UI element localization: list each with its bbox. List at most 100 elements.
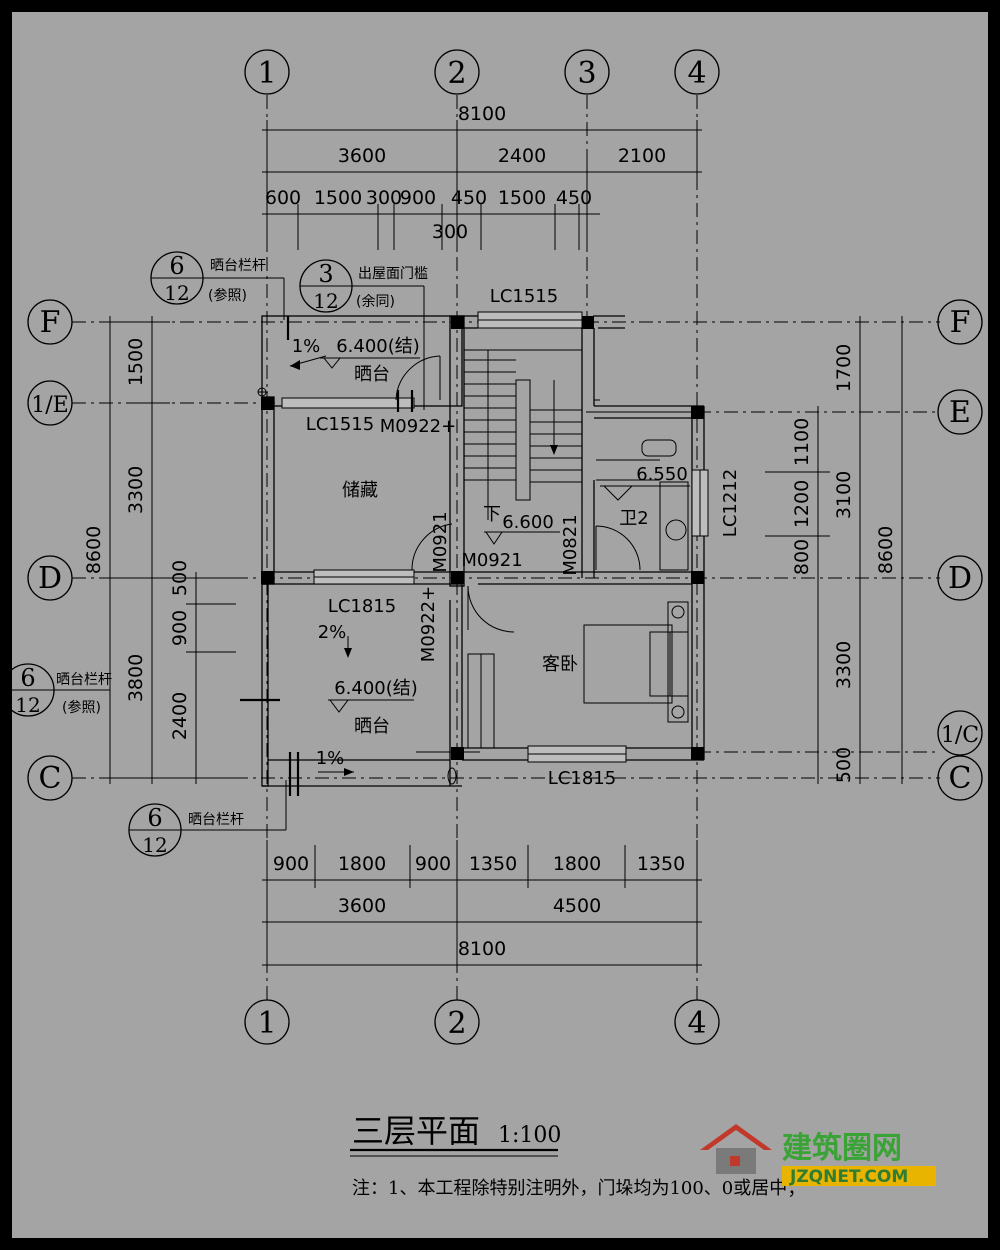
callout-1: 6 12 晒台栏杆 (参照) bbox=[150, 251, 285, 320]
dim-top-total: 8100 bbox=[458, 103, 506, 125]
dim-left-window-3: 2400 bbox=[169, 692, 191, 740]
axis-bubbles-top: 1 2 3 4 bbox=[244, 49, 720, 95]
label-lc1515-left: LC1515 bbox=[306, 414, 374, 435]
callout-1-sheet: 12 bbox=[164, 281, 189, 305]
dim-right-4: 800 bbox=[791, 539, 813, 575]
windows bbox=[281, 311, 709, 763]
callout-3-sub: (参照) bbox=[62, 699, 101, 716]
dim-bottom-detail-5: 1800 bbox=[553, 853, 601, 875]
callout-2-sheet: 12 bbox=[313, 289, 338, 313]
dim-right-2: 1100 bbox=[791, 418, 813, 466]
dim-bottom-mid-1: 3600 bbox=[338, 895, 386, 917]
axis-bubbles-right: F E D 1/C C bbox=[937, 299, 983, 801]
dim-bottom-detail-3: 900 bbox=[415, 853, 451, 875]
dim-top-detail-5: 450 bbox=[451, 187, 487, 209]
opening-labels: LC1515 LC1515 LC1815 LC1815 LC1212 M0922… bbox=[306, 286, 741, 789]
dim-right-mid: 3100 bbox=[833, 471, 855, 519]
label-lc1815-bottom: LC1815 bbox=[548, 768, 616, 789]
callout-1-sub: (参照) bbox=[208, 287, 247, 304]
dim-top-mid-2: 2400 bbox=[498, 145, 546, 167]
callout-4-num: 6 bbox=[147, 804, 162, 832]
callout-2-sub: (余同) bbox=[356, 293, 395, 310]
dim-bottom-mid-2: 4500 bbox=[553, 895, 601, 917]
title-block: 三层平面 1:100 注：1、本工程除特别注明外，门垛均为100、0或居中； bbox=[350, 1112, 805, 1199]
slope-bottom: 1% bbox=[316, 748, 345, 769]
axis-left-D: D bbox=[38, 561, 62, 596]
callout-2-text: 出屋面门槛 bbox=[358, 266, 428, 282]
elevation-terrace-top: 6.400(结) bbox=[336, 336, 420, 357]
elevations: 6.400(结) 6.400(结) 6.600 下 6.550 bbox=[320, 336, 690, 713]
railings bbox=[240, 316, 700, 796]
room-bath: 卫2 bbox=[619, 508, 648, 529]
label-lc1815-mid: LC1815 bbox=[328, 596, 396, 617]
dim-top-mid-1: 3600 bbox=[338, 145, 386, 167]
logo-en: JZQNET.COM bbox=[789, 1167, 908, 1187]
axis-top-1: 1 bbox=[257, 56, 276, 91]
slope-arrows bbox=[289, 355, 354, 776]
dim-left-window-2: 900 bbox=[169, 610, 191, 646]
dim-top-detail-6: 1500 bbox=[498, 187, 546, 209]
dim-top-mid-3: 2100 bbox=[618, 145, 666, 167]
label-m0922-b: M0922+ bbox=[418, 586, 439, 662]
axis-right-F: F bbox=[950, 305, 971, 340]
dim-top-detail-7: 450 bbox=[556, 187, 592, 209]
dim-bottom-total: 8100 bbox=[458, 938, 506, 960]
drawing-note: 注：1、本工程除特别注明外，门垛均为100、0或居中； bbox=[352, 1178, 805, 1199]
room-storage: 储藏 bbox=[342, 480, 378, 501]
right-dimensions: 1700 1100 1200 800 3300 500 3100 8600 bbox=[765, 316, 903, 784]
columns bbox=[261, 316, 704, 760]
dim-left-inner-2: 3300 bbox=[125, 466, 147, 514]
drawing-title: 三层平面 bbox=[352, 1112, 480, 1150]
slope-mid: 2% bbox=[318, 622, 347, 643]
axis-top-2: 2 bbox=[447, 56, 466, 91]
callout-1-num: 6 bbox=[169, 252, 184, 280]
dim-top-detail-2: 1500 bbox=[314, 187, 362, 209]
axis-top-3: 3 bbox=[577, 56, 596, 91]
dim-right-3: 1200 bbox=[791, 480, 813, 528]
site-logo: 建筑圈网 JZQNET.COM bbox=[700, 1124, 936, 1187]
left-dimensions: 1500 3300 8600 3800 500 900 2400 bbox=[83, 316, 236, 784]
doors bbox=[395, 355, 641, 633]
axis-bottom-1: 1 bbox=[257, 1006, 276, 1041]
dim-top-detail-sub: 300 bbox=[432, 221, 468, 243]
axis-bottom-4: 4 bbox=[687, 1006, 706, 1041]
dim-right-1: 1700 bbox=[833, 344, 855, 392]
label-m0922-a: M0922+ bbox=[380, 416, 456, 437]
dim-bottom-detail-1: 900 bbox=[273, 853, 309, 875]
dim-top-detail-1: 600 bbox=[265, 187, 301, 209]
axis-right-D: D bbox=[948, 561, 972, 596]
label-lc1212: LC1212 bbox=[720, 469, 741, 537]
elevation-bath: 6.550 bbox=[636, 464, 688, 485]
dim-left-outer: 8600 bbox=[83, 526, 105, 574]
dim-bottom-detail-6: 1350 bbox=[637, 853, 685, 875]
guest-furniture bbox=[467, 601, 689, 749]
dim-top-detail-3: 300 bbox=[366, 187, 402, 209]
elevation-terrace-bottom: 6.400(结) bbox=[334, 678, 418, 699]
axis-bubbles-left: F 1/E D C bbox=[27, 299, 73, 801]
callout-3-text: 晒台栏杆 bbox=[56, 672, 112, 688]
callout-4: 6 12 晒台栏杆 bbox=[128, 780, 287, 857]
axis-bubbles-bottom: 1 2 4 bbox=[244, 999, 720, 1045]
dim-left-window-1: 500 bbox=[169, 560, 191, 596]
axis-left-F: F bbox=[40, 305, 61, 340]
drawing-paper bbox=[12, 12, 988, 1238]
callout-2-num: 3 bbox=[318, 260, 333, 288]
label-lc1515-top: LC1515 bbox=[490, 286, 558, 307]
callout-4-text: 晒台栏杆 bbox=[188, 812, 244, 828]
dim-left-lower: 3800 bbox=[125, 654, 147, 702]
dim-right-outer: 8600 bbox=[875, 526, 897, 574]
bathroom-fixtures bbox=[596, 439, 689, 571]
elevation-stair: 6.600 bbox=[502, 512, 554, 533]
label-m0921-b: M0921 bbox=[461, 550, 522, 571]
dim-left-inner-1: 1500 bbox=[125, 338, 147, 386]
callout-3-num: 6 bbox=[20, 664, 35, 692]
stair-down-label: 下 bbox=[483, 504, 501, 525]
dim-top-detail-4: 900 bbox=[400, 187, 436, 209]
top-dimensions: 8100 3600 2400 2100 600 1500 300 900 450… bbox=[262, 103, 702, 250]
callout-3-sheet: 12 bbox=[15, 693, 40, 717]
axis-left-1E: 1/E bbox=[31, 393, 68, 418]
dim-bottom-detail-4: 1350 bbox=[469, 853, 517, 875]
axis-right-1C: 1/C bbox=[941, 723, 979, 748]
